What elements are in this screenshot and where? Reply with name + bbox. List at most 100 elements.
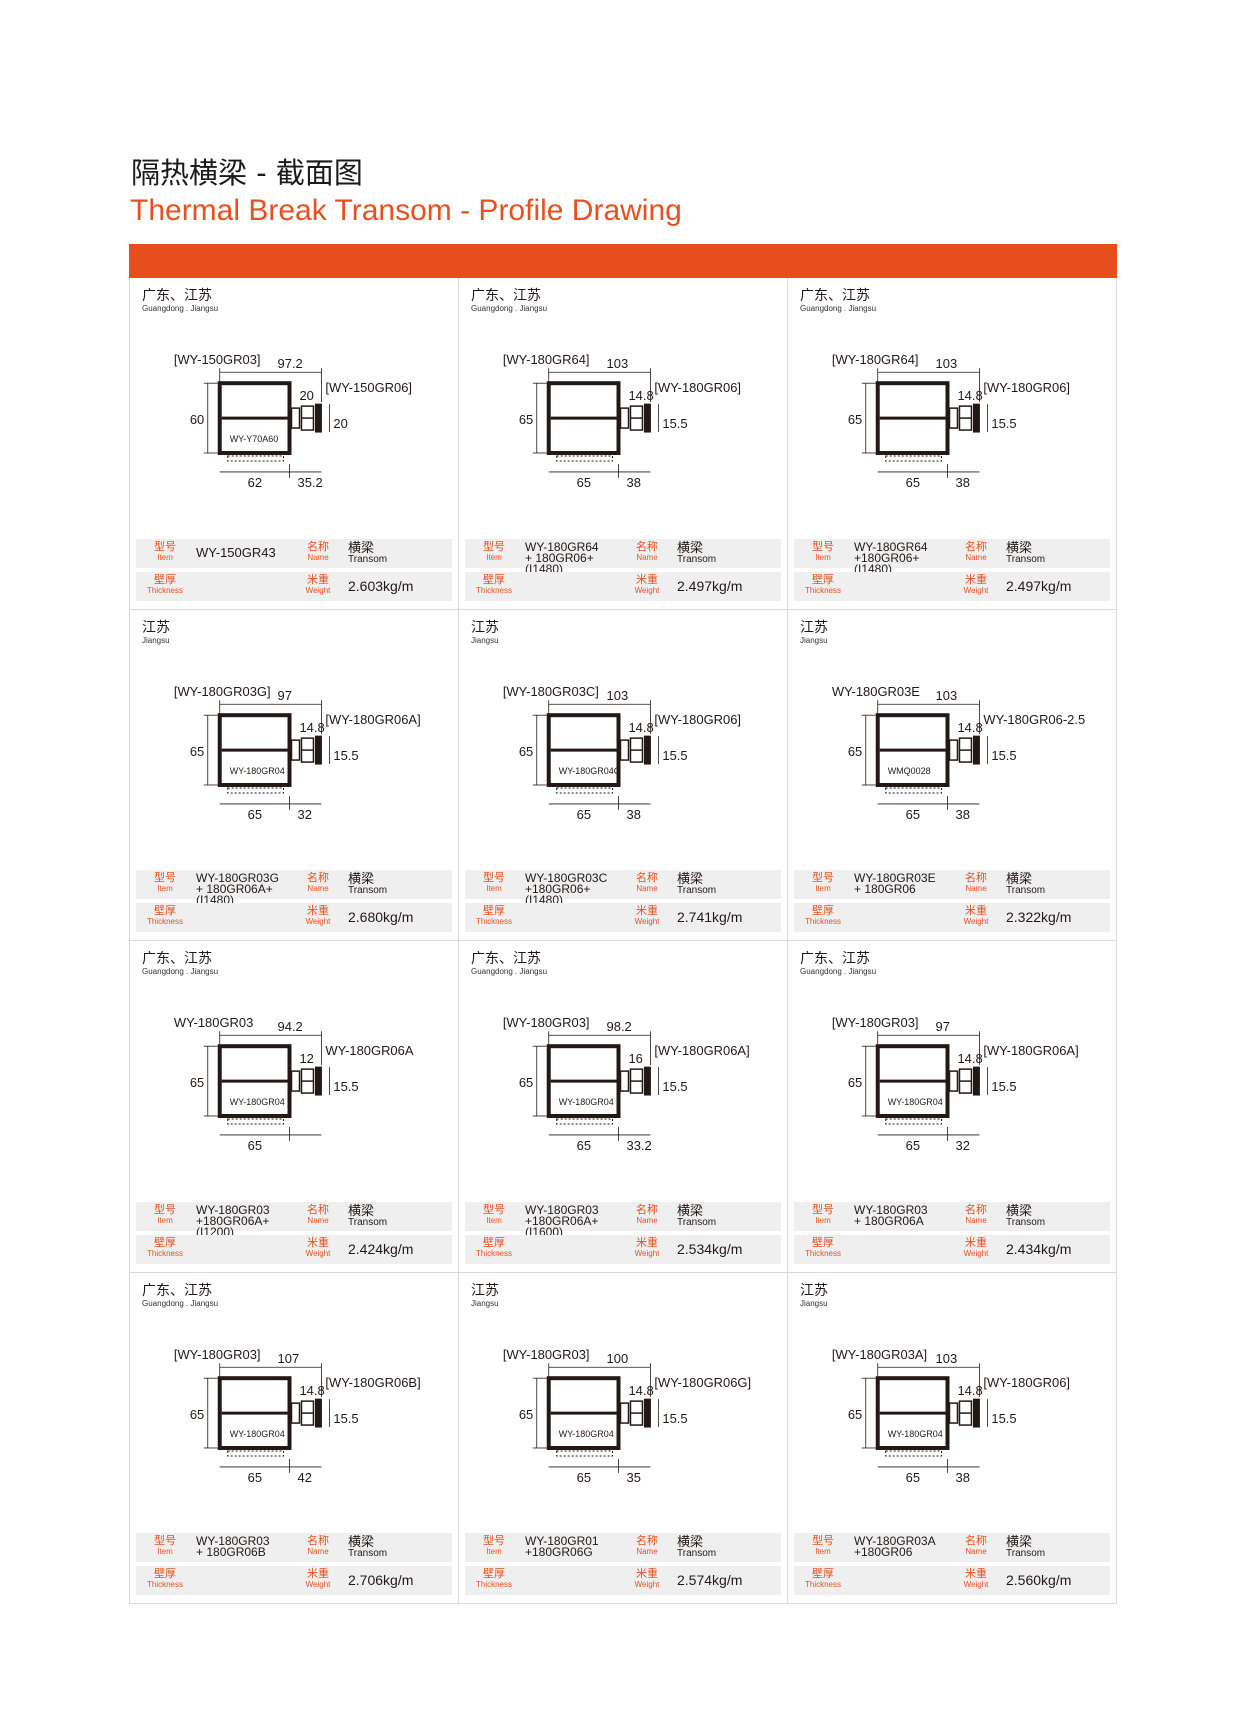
dim-height: 60 xyxy=(190,412,204,427)
dim-left-width: 65 xyxy=(248,1469,262,1484)
weight-value: 2.534kg/m xyxy=(677,1240,743,1257)
side-profile-label: [WY-150GR06] xyxy=(325,380,412,395)
main-profile xyxy=(217,712,292,793)
name-value-cn: 横梁 xyxy=(1006,1534,1033,1549)
info-row-item: 型号 Item WY-180GR64 + 180GR06+(I1480) 名称 … xyxy=(465,538,781,575)
profile-drawing-svg: [WY-180GR64] 103 [WY-180GR06] 65 65 38 1… xyxy=(503,352,741,490)
profile-drawing-svg: [WY-150GR03] 97.2 [WY-150GR06] 60 62 35.… xyxy=(174,352,412,490)
dim-total-width: 97 xyxy=(278,688,292,703)
name-value-en: Transom xyxy=(1006,1548,1046,1559)
dim-small-a: 14.8 xyxy=(957,1051,982,1066)
thickness-label-cn: 壁厚 xyxy=(154,1567,176,1580)
weight-label-en: Weight xyxy=(963,917,989,926)
profile-info: 型号 Item WY-180GR03 + 180GR06B 名称 Name 横梁… xyxy=(136,1533,452,1597)
thickness-label-cn: 壁厚 xyxy=(483,1235,505,1249)
weight-value: 2.706kg/m xyxy=(348,1572,414,1588)
main-profile xyxy=(875,712,950,793)
dim-right-width: 35.2 xyxy=(297,475,322,490)
profile-card: 广东、江苏 Guangdong . Jiangsu xyxy=(788,278,1117,610)
region-label: 广东、江苏 Guangdong . Jiangsu xyxy=(142,288,218,313)
info-row-weight: 壁厚 Thickness 米重 Weight 2.680kg/m xyxy=(136,903,452,932)
item-value-line1: WY-180GR03 xyxy=(196,1534,270,1548)
dim-total-width: 103 xyxy=(936,688,958,703)
side-profile-label: [WY-180GR06] xyxy=(983,1375,1070,1390)
item-label: 型号 Item xyxy=(136,872,194,894)
item-label: 型号 Item xyxy=(136,1535,194,1557)
inner-profile-label: WY-180GR04 xyxy=(559,1429,614,1439)
profile-drawing-svg: [WY-180GR03] 97 [WY-180GR06A] 65 65 32 1… xyxy=(832,1015,1079,1153)
thickness-label-en: Thickness xyxy=(804,1248,841,1258)
dim-left-width: 65 xyxy=(577,1138,591,1153)
thickness-label-cn: 壁厚 xyxy=(812,1235,834,1249)
name-value-en: Transom xyxy=(1006,1216,1046,1228)
item-value-line1: WY-180GR03G xyxy=(196,871,279,885)
dim-left-width: 65 xyxy=(248,1138,262,1153)
dim-total-width: 107 xyxy=(278,1351,300,1366)
main-profile xyxy=(546,1044,621,1125)
region-label: 广东、江苏 Guangdong . Jiangsu xyxy=(471,288,547,313)
side-profile xyxy=(948,735,980,765)
name-value-cn: 横梁 xyxy=(348,1534,375,1549)
weight-label-en: Weight xyxy=(305,585,331,595)
region-cn: 广东、江苏 xyxy=(471,951,541,967)
main-profile xyxy=(546,712,621,793)
side-profile-label: WY-180GR06A xyxy=(325,1043,413,1058)
inner-profile-label: WY-180GR04 xyxy=(230,766,285,776)
weight-label-cn: 米重 xyxy=(636,1567,658,1580)
name-label: 名称 Name xyxy=(954,541,998,563)
item-label-cn: 型号 xyxy=(483,871,505,884)
name-label-cn: 名称 xyxy=(965,871,987,884)
profile-drawing-svg: [WY-180GR03G] 97 [WY-180GR06A] 65 65 32 … xyxy=(174,684,421,822)
name-value-en: Transom xyxy=(1006,885,1046,896)
weight-label-cn: 米重 xyxy=(636,572,658,586)
dim-height: 65 xyxy=(190,1407,204,1422)
item-label-en: Item xyxy=(815,552,831,562)
dimension-lines xyxy=(861,368,988,478)
dim-small-a: 14.8 xyxy=(299,1383,324,1398)
item-label-cn: 型号 xyxy=(154,1202,176,1216)
info-row-item: 型号 Item WY-150GR43 名称 Name 横梁 Transom xyxy=(136,538,452,568)
thickness-label: 壁厚 Thickness xyxy=(136,574,194,596)
profile-drawing: [WY-150GR03] 97.2 [WY-150GR06] 60 62 35.… xyxy=(130,338,458,558)
main-profile-label: [WY-180GR03] xyxy=(503,1347,590,1362)
dim-small-b: 15.5 xyxy=(333,748,358,763)
profile-info: 型号 Item WY-180GR03A +180GR06 名称 Name 横梁 … xyxy=(794,1533,1110,1597)
item-label-cn: 型号 xyxy=(812,539,834,553)
weight-label-cn: 米重 xyxy=(307,1567,329,1580)
weight-label-cn: 米重 xyxy=(965,904,987,917)
side-profile xyxy=(290,1066,322,1096)
info-row-item: 型号 Item WY-180GR03 + 180GR06A 名称 Name 横梁… xyxy=(794,1201,1110,1231)
dim-small-b: 15.5 xyxy=(991,1079,1016,1094)
thickness-label-en: Thickness xyxy=(475,1248,512,1258)
thickness-label-cn: 壁厚 xyxy=(483,904,505,917)
profile-drawing-svg: [WY-180GR03C] 103 [WY-180GR06] 65 65 38 … xyxy=(503,684,741,822)
dim-height: 65 xyxy=(519,1075,533,1090)
profile-drawing: [WY-180GR03] 107 [WY-180GR06B] 65 65 42 … xyxy=(130,1333,458,1553)
dimension-lines xyxy=(203,368,330,478)
profile-drawing-svg: [WY-180GR03] 98.2 [WY-180GR06A] 65 65 33… xyxy=(503,1015,750,1153)
item-label-cn: 型号 xyxy=(483,539,505,553)
item-value: WY-180GR03 + 180GR06A xyxy=(854,1204,954,1227)
region-cn: 江苏 xyxy=(471,1282,499,1299)
side-profile xyxy=(290,403,322,433)
profile-drawing-svg: [WY-180GR03] 107 [WY-180GR06B] 65 65 42 … xyxy=(174,1347,421,1485)
side-profile-label: [WY-180GR06] xyxy=(983,380,1070,395)
profile-info: 型号 Item WY-180GR03 +180GR06A+(I1200) 名称 … xyxy=(136,1201,452,1266)
dimension-lines xyxy=(203,699,330,810)
name-value-cn: 横梁 xyxy=(348,1202,375,1218)
inner-profile-label: WY-180GR04 xyxy=(230,1429,285,1439)
name-value-cn: 横梁 xyxy=(677,1534,704,1549)
name-label-en: Name xyxy=(965,1215,987,1225)
name-label-cn: 名称 xyxy=(307,539,329,553)
dim-left-width: 65 xyxy=(906,806,920,821)
thickness-label-cn: 壁厚 xyxy=(154,904,176,917)
region-cn: 广东、江苏 xyxy=(142,951,212,967)
inner-profile-label: WY-Y70A60 xyxy=(230,434,279,444)
info-row-weight: 壁厚 Thickness 米重 Weight 2.434kg/m xyxy=(794,1234,1110,1264)
dim-small-b: 15.5 xyxy=(991,748,1016,763)
dim-small-a: 20 xyxy=(299,388,313,403)
item-value: WY-180GR03A +180GR06 xyxy=(854,1535,954,1558)
name-label-en: Name xyxy=(965,1547,987,1556)
region-cn: 江苏 xyxy=(800,619,828,636)
item-value: WY-180GR03C +180GR06+(I1480) xyxy=(525,872,625,906)
